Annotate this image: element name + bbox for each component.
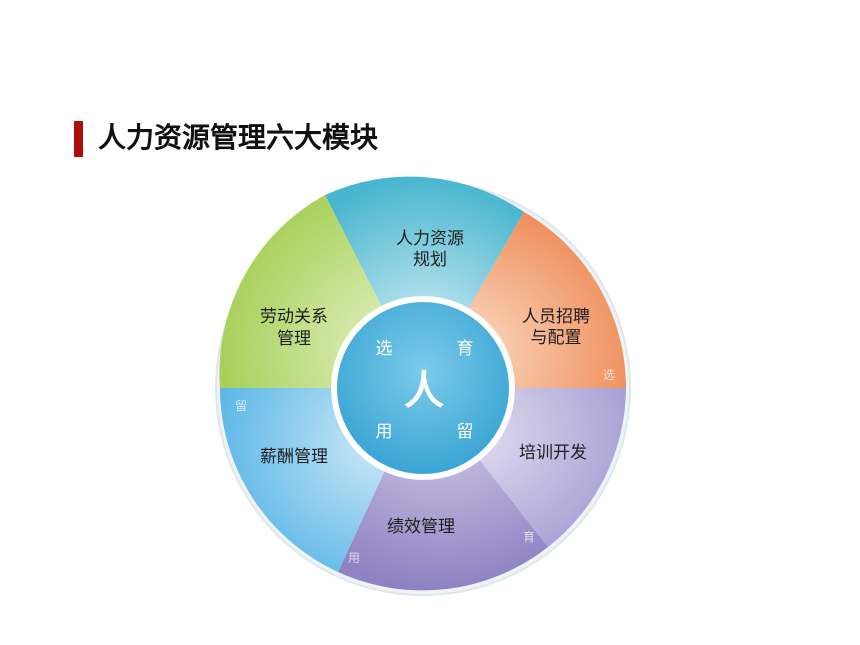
center-label-develop: 育 [457,339,474,359]
center-label-person: 人 [404,367,444,414]
page-title: 人力资源管理六大模块 [98,121,379,154]
center-circle [337,302,509,474]
label-recruitment-2: 与配置 [531,328,582,348]
edge-label-select: 选 [603,368,615,382]
label-recruitment-1: 人员招聘 [522,307,590,327]
label-performance: 绩效管理 [387,517,455,537]
edge-label-retain: 留 [235,399,247,413]
center-label-select: 选 [376,339,393,359]
center-label-retain: 留 [457,422,474,442]
label-planning-2: 规划 [413,250,447,270]
label-labor-relations-1: 劳动关系 [260,307,328,327]
label-planning-1: 人力资源 [396,229,464,249]
label-labor-relations-2: 管理 [277,329,311,349]
edge-label-use: 用 [348,551,360,565]
segment-planning [325,176,524,388]
label-training: 培训开发 [519,443,587,463]
title-accent-bar [74,121,83,157]
center-label-use: 用 [376,422,393,442]
label-compensation: 薪酬管理 [260,447,328,467]
edge-label-develop: 育 [523,529,535,544]
segment-performance [338,388,548,591]
